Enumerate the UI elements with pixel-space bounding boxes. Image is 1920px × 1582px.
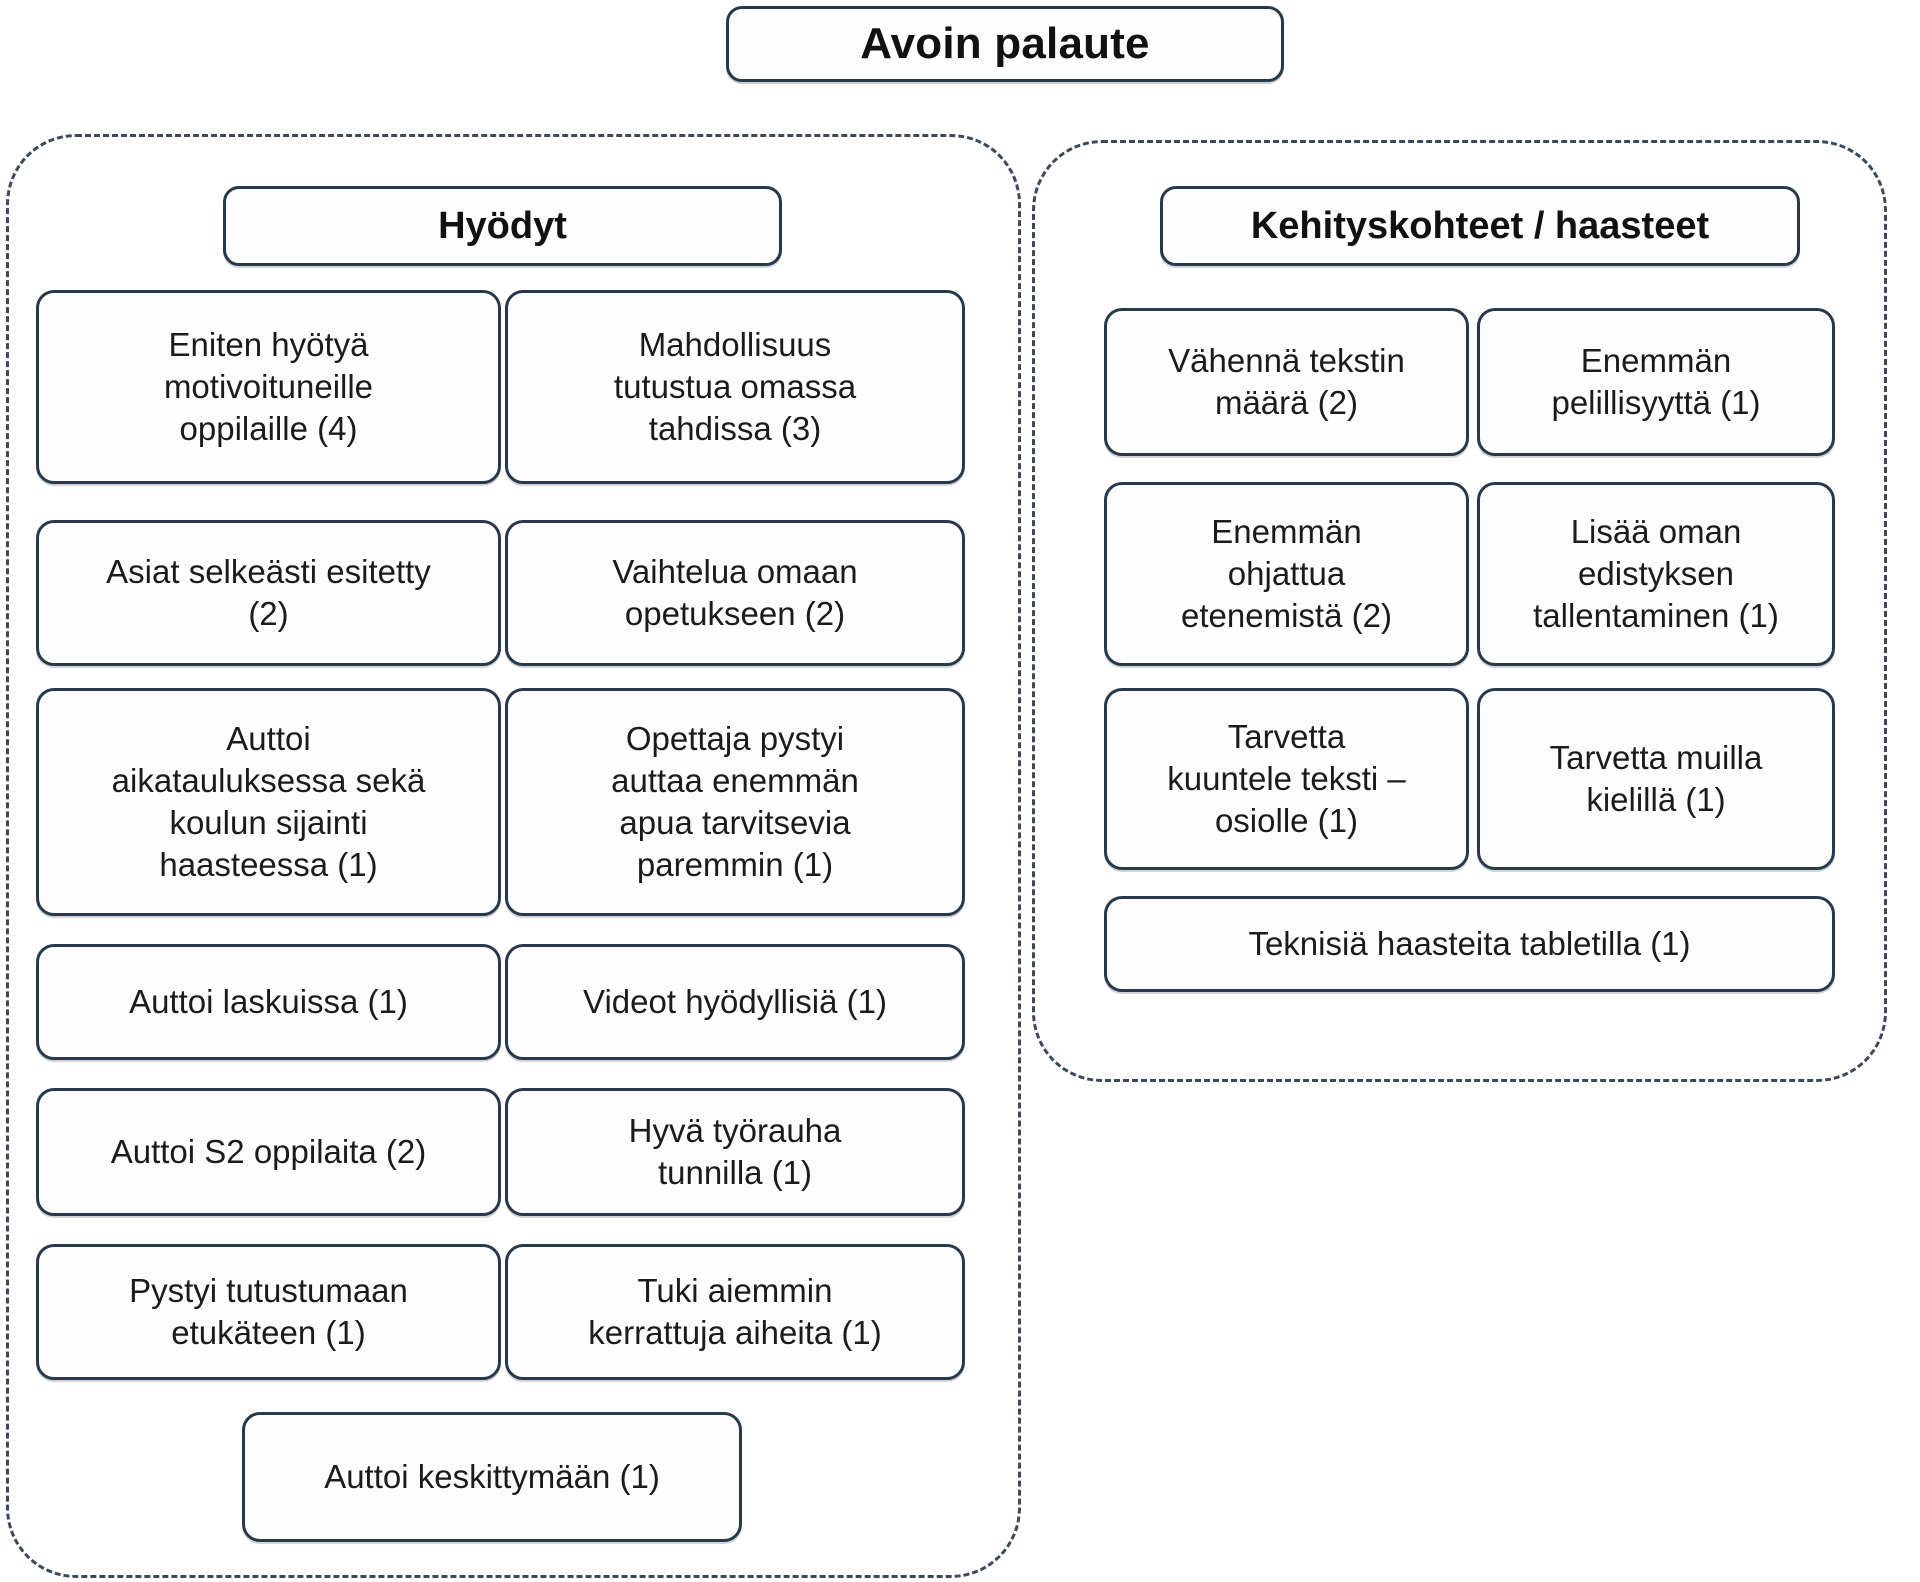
section-header-hyodyt: Hyödyt bbox=[223, 186, 782, 266]
item-card-label: Opettaja pystyi auttaa enemmän apua tarv… bbox=[611, 719, 859, 884]
item-card-label: Tarvetta muilla kielillä (1) bbox=[1549, 738, 1763, 818]
item-card[interactable]: Pystyi tutustumaan etukäteen (1) bbox=[36, 1244, 501, 1380]
section-header-kehityskohteet-label: Kehityskohteet / haasteet bbox=[1250, 204, 1710, 247]
item-card[interactable]: Auttoi S2 oppilaita (2) bbox=[36, 1088, 501, 1216]
item-card-label: Pystyi tutustumaan etukäteen (1) bbox=[129, 1271, 408, 1351]
item-card[interactable]: Hyvä työrauha tunnilla (1) bbox=[505, 1088, 965, 1216]
section-header-kehityskohteet: Kehityskohteet / haasteet bbox=[1160, 186, 1800, 266]
item-card[interactable]: Enemmän ohjattua etenemistä (2) bbox=[1104, 482, 1469, 666]
item-card[interactable]: Opettaja pystyi auttaa enemmän apua tarv… bbox=[505, 688, 965, 916]
item-card[interactable]: Videot hyödyllisiä (1) bbox=[505, 944, 965, 1060]
item-card-label: Tuki aiemmin kerrattuja aiheita (1) bbox=[588, 1271, 882, 1351]
item-card[interactable]: Teknisiä haasteita tabletilla (1) bbox=[1104, 896, 1835, 992]
item-card[interactable]: Lisää oman edistyksen tallentaminen (1) bbox=[1477, 482, 1835, 666]
item-card-label: Eniten hyötyä motivoituneille oppilaille… bbox=[163, 325, 374, 448]
group-container-hyodyt bbox=[6, 134, 1021, 1578]
item-card[interactable]: Auttoi keskittymään (1) bbox=[242, 1412, 742, 1542]
item-card[interactable]: Eniten hyötyä motivoituneille oppilaille… bbox=[36, 290, 501, 484]
item-card-label: Enemmän pelillisyyttä (1) bbox=[1551, 341, 1761, 421]
item-card[interactable]: Asiat selkeästi esitetty (2) bbox=[36, 520, 501, 666]
item-card-label: Teknisiä haasteita tabletilla (1) bbox=[1248, 924, 1691, 962]
item-card[interactable]: Enemmän pelillisyyttä (1) bbox=[1477, 308, 1835, 456]
item-card-label: Enemmän ohjattua etenemistä (2) bbox=[1181, 512, 1392, 635]
item-card[interactable]: Vaihtelua omaan opetukseen (2) bbox=[505, 520, 965, 666]
diagram-title: Avoin palaute bbox=[860, 19, 1150, 68]
item-card[interactable]: Vähennä tekstin määrä (2) bbox=[1104, 308, 1469, 456]
item-card-label: Hyvä työrauha tunnilla (1) bbox=[628, 1111, 842, 1191]
item-card-label: Auttoi S2 oppilaita (2) bbox=[110, 1132, 427, 1170]
item-card-label: Auttoi aikatauluksessa sekä koulun sijai… bbox=[111, 719, 426, 884]
item-card[interactable]: Auttoi aikatauluksessa sekä koulun sijai… bbox=[36, 688, 501, 916]
item-card[interactable]: Tarvetta kuuntele teksti – osiolle (1) bbox=[1104, 688, 1469, 870]
item-card-label: Tarvetta kuuntele teksti – osiolle (1) bbox=[1167, 717, 1406, 840]
item-card-label: Mahdollisuus tutustua omassa tahdissa (3… bbox=[613, 325, 857, 448]
item-card[interactable]: Tuki aiemmin kerrattuja aiheita (1) bbox=[505, 1244, 965, 1380]
item-card[interactable]: Mahdollisuus tutustua omassa tahdissa (3… bbox=[505, 290, 965, 484]
item-card-label: Videot hyödyllisiä (1) bbox=[583, 982, 887, 1020]
section-header-hyodyt-label: Hyödyt bbox=[438, 204, 567, 247]
diagram-title-box: Avoin palaute bbox=[726, 6, 1284, 82]
item-card-label: Auttoi keskittymään (1) bbox=[324, 1457, 660, 1495]
group-container-kehityskohteet bbox=[1032, 140, 1887, 1082]
item-card-label: Vähennä tekstin määrä (2) bbox=[1168, 341, 1405, 421]
item-card[interactable]: Tarvetta muilla kielillä (1) bbox=[1477, 688, 1835, 870]
item-card[interactable]: Auttoi laskuissa (1) bbox=[36, 944, 501, 1060]
item-card-label: Lisää oman edistyksen tallentaminen (1) bbox=[1533, 512, 1779, 635]
item-card-label: Auttoi laskuissa (1) bbox=[129, 982, 408, 1020]
item-card-label: Asiat selkeästi esitetty (2) bbox=[106, 552, 431, 632]
item-card-label: Vaihtelua omaan opetukseen (2) bbox=[612, 552, 858, 632]
